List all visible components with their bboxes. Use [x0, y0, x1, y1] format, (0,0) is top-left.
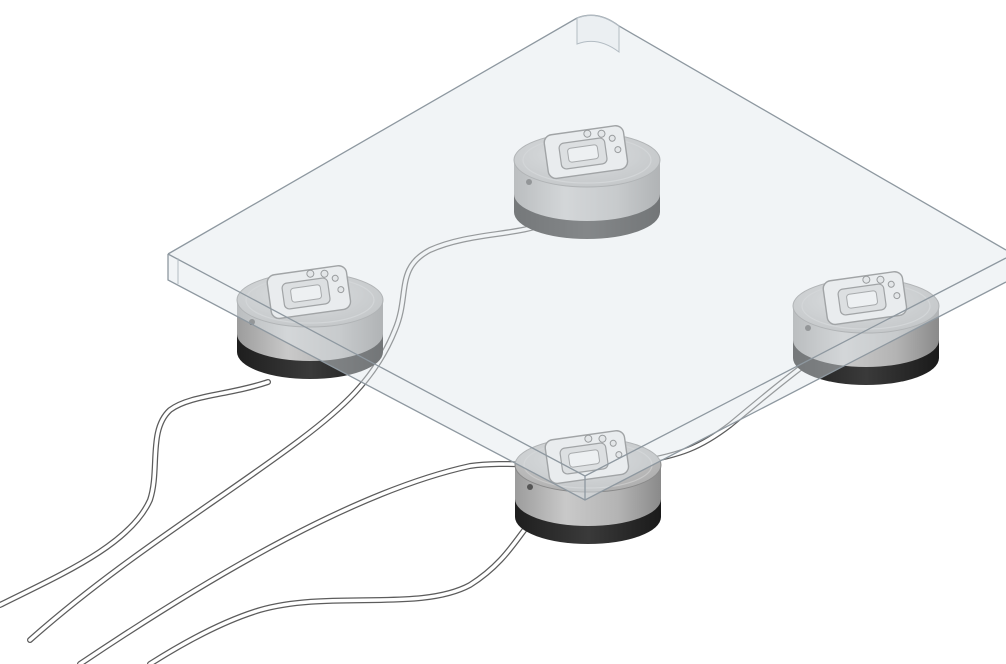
- glass-plate: [167, 14, 1006, 501]
